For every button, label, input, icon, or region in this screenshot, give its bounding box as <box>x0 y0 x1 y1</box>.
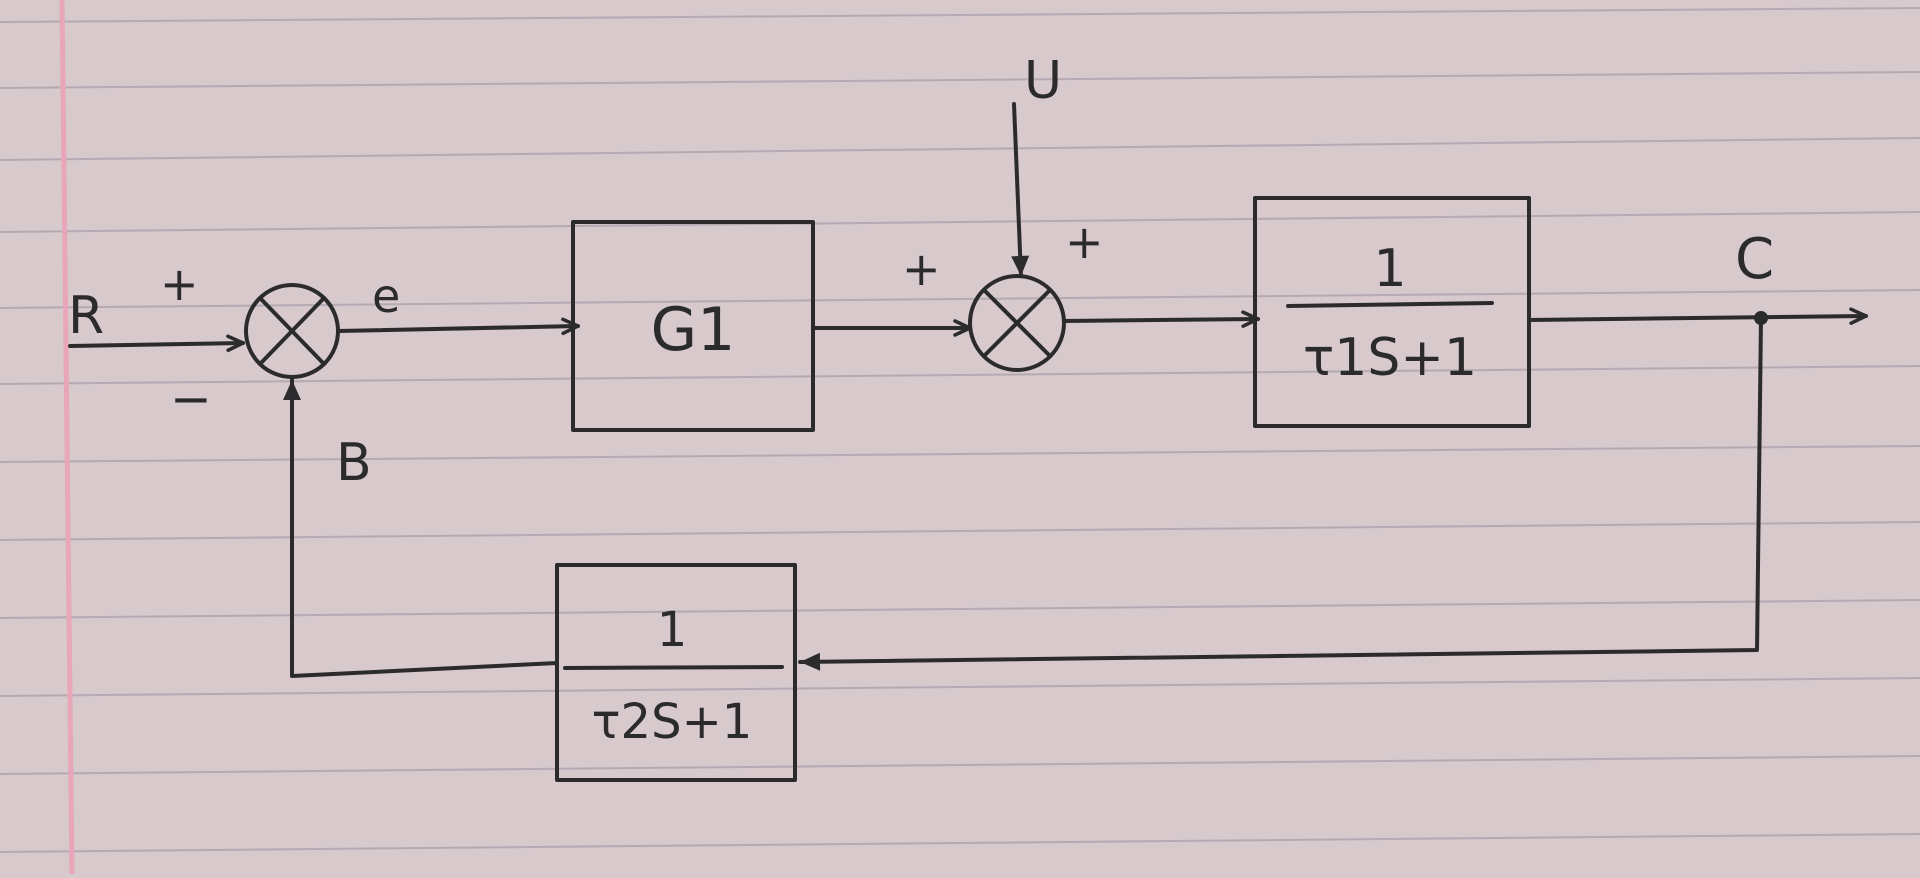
error-arrow <box>336 317 580 336</box>
margin-line <box>59 0 75 875</box>
rule-line <box>0 833 1920 853</box>
feedback-fraction-bar <box>563 665 784 670</box>
input-label: R <box>68 286 104 346</box>
output-label: C <box>1735 227 1774 292</box>
feedback-path-out <box>283 378 559 678</box>
feedback-block <box>555 563 797 782</box>
rule-line <box>0 365 1920 385</box>
sum1-minus-sign: − <box>170 370 212 428</box>
rule-line <box>0 289 1920 309</box>
sum2-plus-sign-disturbance: + <box>1065 215 1104 269</box>
rule-line <box>0 599 1920 619</box>
plant-fraction-bar <box>1286 301 1494 308</box>
plant-block <box>1253 196 1531 428</box>
rule-line <box>0 445 1920 463</box>
error-label: e <box>372 269 400 323</box>
rule-line <box>0 7 1920 23</box>
feedback-signal-label: B <box>336 433 372 493</box>
rule-line <box>0 521 1920 541</box>
rule-line <box>0 677 1920 697</box>
ruled-lines <box>0 7 1920 853</box>
sum1-plus-sign: + <box>160 257 199 311</box>
rule-line <box>0 71 1920 89</box>
sum2-plus-sign-forward: + <box>902 242 941 296</box>
rule-line <box>0 211 1920 233</box>
controller-label: G1 <box>651 295 736 365</box>
feedback-path-in <box>798 316 1763 671</box>
plant-denominator: τ1S+1 <box>1303 328 1477 388</box>
rule-line <box>0 137 1920 161</box>
disturbance-arrow <box>1011 102 1030 278</box>
disturbance-label: U <box>1024 51 1062 111</box>
diagram-ink <box>68 102 1868 782</box>
plant-input-arrow <box>1062 310 1260 328</box>
plant-numerator: 1 <box>1373 239 1406 299</box>
input-arrow <box>68 334 245 353</box>
rule-line <box>0 755 1920 775</box>
feedback-denominator: τ2S+1 <box>592 694 753 750</box>
feedback-numerator: 1 <box>657 602 688 658</box>
output-arrow <box>1527 307 1868 325</box>
